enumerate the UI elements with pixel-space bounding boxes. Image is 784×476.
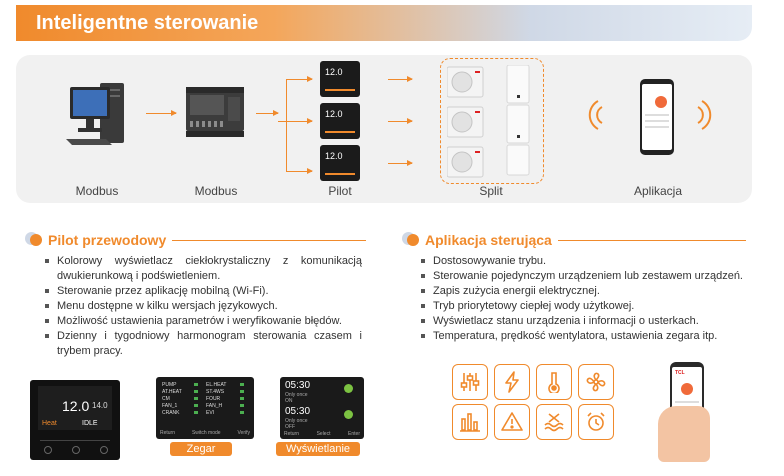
hand-phone-image: TCL bbox=[656, 362, 712, 462]
section-title: Aplikacja sterująca bbox=[425, 232, 552, 248]
remote-mode: Heat bbox=[42, 420, 57, 427]
list-item: Sterowanie pojedynczym urządzeniem lub z… bbox=[420, 269, 770, 284]
list-item: Sterowanie przez aplikację mobilną (Wi-F… bbox=[44, 284, 362, 299]
arrow-pilot-to-split-1 bbox=[388, 76, 413, 82]
caption-split: Split bbox=[479, 184, 503, 198]
remote-temperature: 12.0 bbox=[62, 398, 90, 414]
wired-remote-features: Kolorowy wyświetlacz ciekłokrystaliczny … bbox=[44, 254, 362, 359]
app-control-features: Dostosowywanie trybu. Sterowanie pojedyn… bbox=[420, 254, 770, 344]
wifi-signal-right-icon bbox=[697, 100, 712, 130]
list-item: Zapis zużycia energii elektrycznej. bbox=[420, 284, 770, 299]
section-header-app-control: Aplikacja sterująca bbox=[402, 232, 746, 248]
warning-icon bbox=[494, 404, 530, 440]
bullet-dot-icon bbox=[25, 232, 42, 246]
section-header-wired-remote: Pilot przewodowy bbox=[25, 232, 367, 248]
phone-app-icon bbox=[640, 79, 674, 155]
list-item: Menu dostępne w kilku wersjach językowyc… bbox=[44, 299, 362, 314]
list-item: Dzienny i tygodniowy harmonogram sterowa… bbox=[44, 329, 362, 359]
split-units-icon bbox=[447, 65, 530, 178]
remote-set-temperature: 14.0 bbox=[92, 401, 108, 410]
pilot-controller: 12.0 bbox=[320, 103, 360, 139]
display-screen-image: 05:30 Only once ON 05:30 Only once OFF R… bbox=[280, 377, 364, 439]
caption-modbus-pc: Modbus bbox=[75, 184, 119, 198]
caption-clock: Zegar bbox=[170, 442, 232, 456]
list-item: Możliwość ustawienia parametrów i weryfi… bbox=[44, 314, 362, 329]
caption-app: Aplikacja bbox=[633, 184, 683, 198]
header-banner: Inteligentne sterowanie bbox=[16, 5, 752, 41]
phone-brand-label: TCL bbox=[675, 370, 685, 376]
page-title: Inteligentne sterowanie bbox=[36, 12, 259, 34]
controller-display: 12.0 bbox=[325, 109, 343, 119]
arrow-to-pilot-2 bbox=[278, 118, 313, 124]
fan-icon bbox=[578, 364, 614, 400]
section-divider bbox=[172, 239, 367, 241]
lightning-icon bbox=[494, 364, 530, 400]
wired-remote-image: 12.0 14.0 Heat IDLE bbox=[30, 380, 120, 460]
branch-line bbox=[286, 79, 287, 171]
water-heat-icon bbox=[536, 404, 572, 440]
caption-modbus-gateway: Modbus bbox=[194, 184, 238, 198]
thermometer-icon bbox=[536, 364, 572, 400]
alarm-clock-icon bbox=[578, 404, 614, 440]
arrow-pc-to-gateway bbox=[146, 110, 177, 116]
caption-pilot: Pilot bbox=[328, 184, 352, 198]
split-group bbox=[440, 58, 544, 184]
section-divider bbox=[557, 239, 746, 241]
list-item: Tryb priorytetowy ciepłej wody użytkowej… bbox=[420, 299, 770, 314]
remote-status: IDLE bbox=[82, 420, 98, 427]
list-item: Kolorowy wyświetlacz ciekłokrystaliczny … bbox=[44, 254, 362, 284]
caption-display: Wyświetlanie bbox=[276, 442, 360, 456]
pilot-controller: 12.0 bbox=[320, 61, 360, 97]
controller-display: 12.0 bbox=[325, 67, 343, 77]
sliders-icon bbox=[452, 364, 488, 400]
arrow-to-pilot-1 bbox=[286, 76, 313, 82]
list-item: Wyświetlacz stanu urządzenia i informacj… bbox=[420, 314, 770, 329]
list-item: Dostosowywanie trybu. bbox=[420, 254, 770, 269]
list-item: Temperatura, prędkość wentylatora, ustaw… bbox=[420, 329, 770, 344]
arrow-pilot-to-split-3 bbox=[388, 160, 413, 166]
pilot-controller: 12.0 bbox=[320, 145, 360, 181]
wifi-signal-left-icon bbox=[588, 100, 603, 130]
bar-chart-icon bbox=[452, 404, 488, 440]
computer-icon bbox=[66, 83, 124, 145]
system-diagram: 12.0 12.0 12.0 bbox=[16, 55, 752, 203]
arrow-to-pilot-3 bbox=[286, 168, 313, 174]
arrow-gateway-to-bus bbox=[256, 110, 279, 116]
modbus-gateway-icon bbox=[186, 87, 244, 137]
section-title: Pilot przewodowy bbox=[48, 232, 167, 248]
bullet-dot-icon bbox=[402, 232, 419, 246]
arrow-pilot-to-split-2 bbox=[388, 118, 413, 124]
controller-display: 12.0 bbox=[325, 151, 343, 161]
